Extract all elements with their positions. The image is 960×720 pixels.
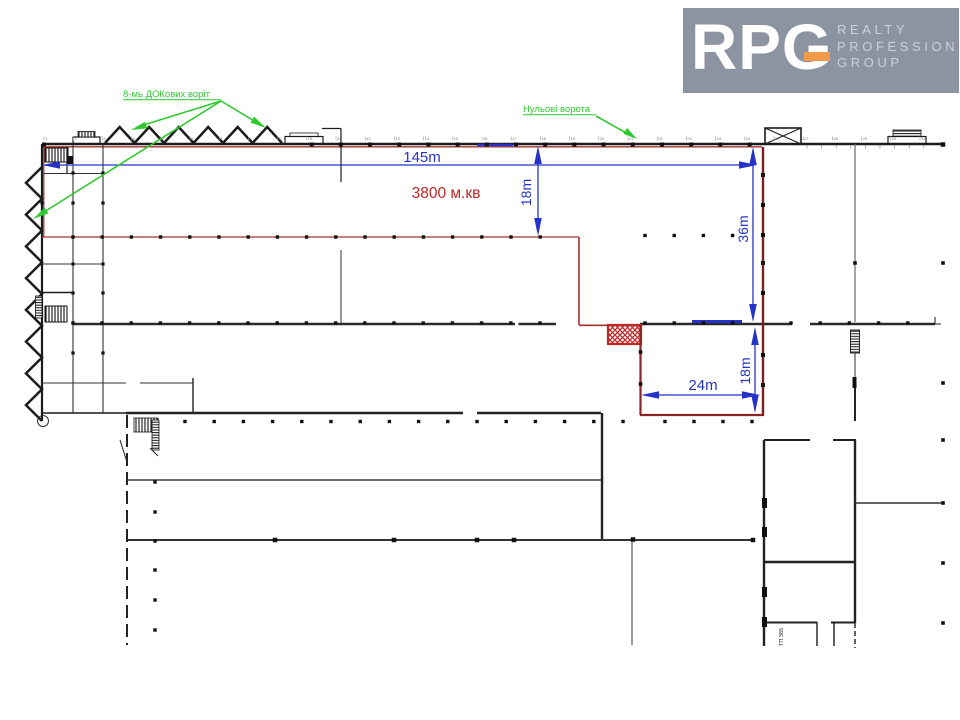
svg-text:30: 30 (892, 136, 897, 141)
svg-text:3: 3 (103, 136, 106, 141)
svg-text:23: 23 (687, 136, 692, 141)
svg-text:16: 16 (483, 136, 488, 141)
dim-18m-annex-label: 18m (737, 357, 753, 384)
transformer-label: ТП 385 (779, 628, 785, 646)
svg-text:21: 21 (629, 136, 634, 141)
dimension-18m-annex: 18m (737, 327, 759, 413)
svg-text:29: 29 (863, 136, 868, 141)
svg-text:8: 8 (249, 136, 252, 141)
dim-36m-label: 36m (735, 215, 751, 242)
logo-tagline-line1: REALTY (837, 22, 909, 37)
dimension-145m: 145m (42, 149, 757, 169)
svg-text:10: 10 (308, 136, 313, 141)
svg-text:26: 26 (775, 136, 780, 141)
dimension-36m: 36m (735, 147, 757, 322)
svg-text:18: 18 (541, 136, 546, 141)
svg-text:27: 27 (804, 136, 809, 141)
svg-text:19: 19 (571, 136, 576, 141)
dimension-18m-top: 18m (518, 146, 542, 236)
svg-text:1: 1 (45, 136, 48, 141)
area-label: 3800 м.кв (412, 185, 481, 202)
svg-text:28: 28 (833, 136, 838, 141)
logo-tagline: REALTY PROFESSION GROUP (837, 22, 958, 72)
structural-columns (40, 142, 946, 632)
svg-text:4: 4 (133, 136, 136, 141)
rpg-logo: RPG REALTY PROFESSION GROUP (683, 8, 959, 93)
svg-text:31: 31 (921, 136, 926, 141)
svg-text:14: 14 (425, 136, 430, 141)
svg-text:17: 17 (512, 136, 517, 141)
svg-text:5: 5 (162, 136, 165, 141)
dim-24m-label: 24m (688, 377, 717, 394)
svg-text:11: 11 (337, 136, 342, 141)
logo-tagline-line2: PROFESSION (837, 38, 959, 54)
dimension-24m: 24m (641, 377, 760, 399)
zero-gate-label: Нульові ворота (523, 104, 591, 115)
dim-145m-label: 145m (403, 149, 441, 166)
dimensions: 145m 18m 36m 18m (42, 146, 760, 413)
logo-brand-text: RPG (691, 11, 833, 83)
svg-text:2: 2 (74, 136, 77, 141)
dim-18m-top-label: 18m (518, 179, 534, 206)
svg-text:12: 12 (366, 136, 371, 141)
svg-text:6: 6 (191, 136, 194, 141)
svg-text:25: 25 (746, 136, 751, 141)
logo-tagline-line3: GROUP (837, 55, 903, 70)
building-outline (24, 125, 944, 648)
dock-gates-label: 8-мь ДОКових воріт (123, 89, 211, 100)
svg-text:20: 20 (600, 136, 605, 141)
svg-text:13: 13 (395, 136, 400, 141)
green-annotations: 8-мь ДОКових воріт Нульові ворота (33, 89, 637, 219)
svg-text:22: 22 (658, 136, 663, 141)
logo-accent-bar (804, 52, 830, 61)
svg-text:15: 15 (454, 136, 459, 141)
svg-text:9: 9 (279, 136, 282, 141)
svg-text:24: 24 (717, 136, 722, 141)
highlight-area-outline (42, 143, 765, 417)
svg-text:7: 7 (220, 136, 223, 141)
